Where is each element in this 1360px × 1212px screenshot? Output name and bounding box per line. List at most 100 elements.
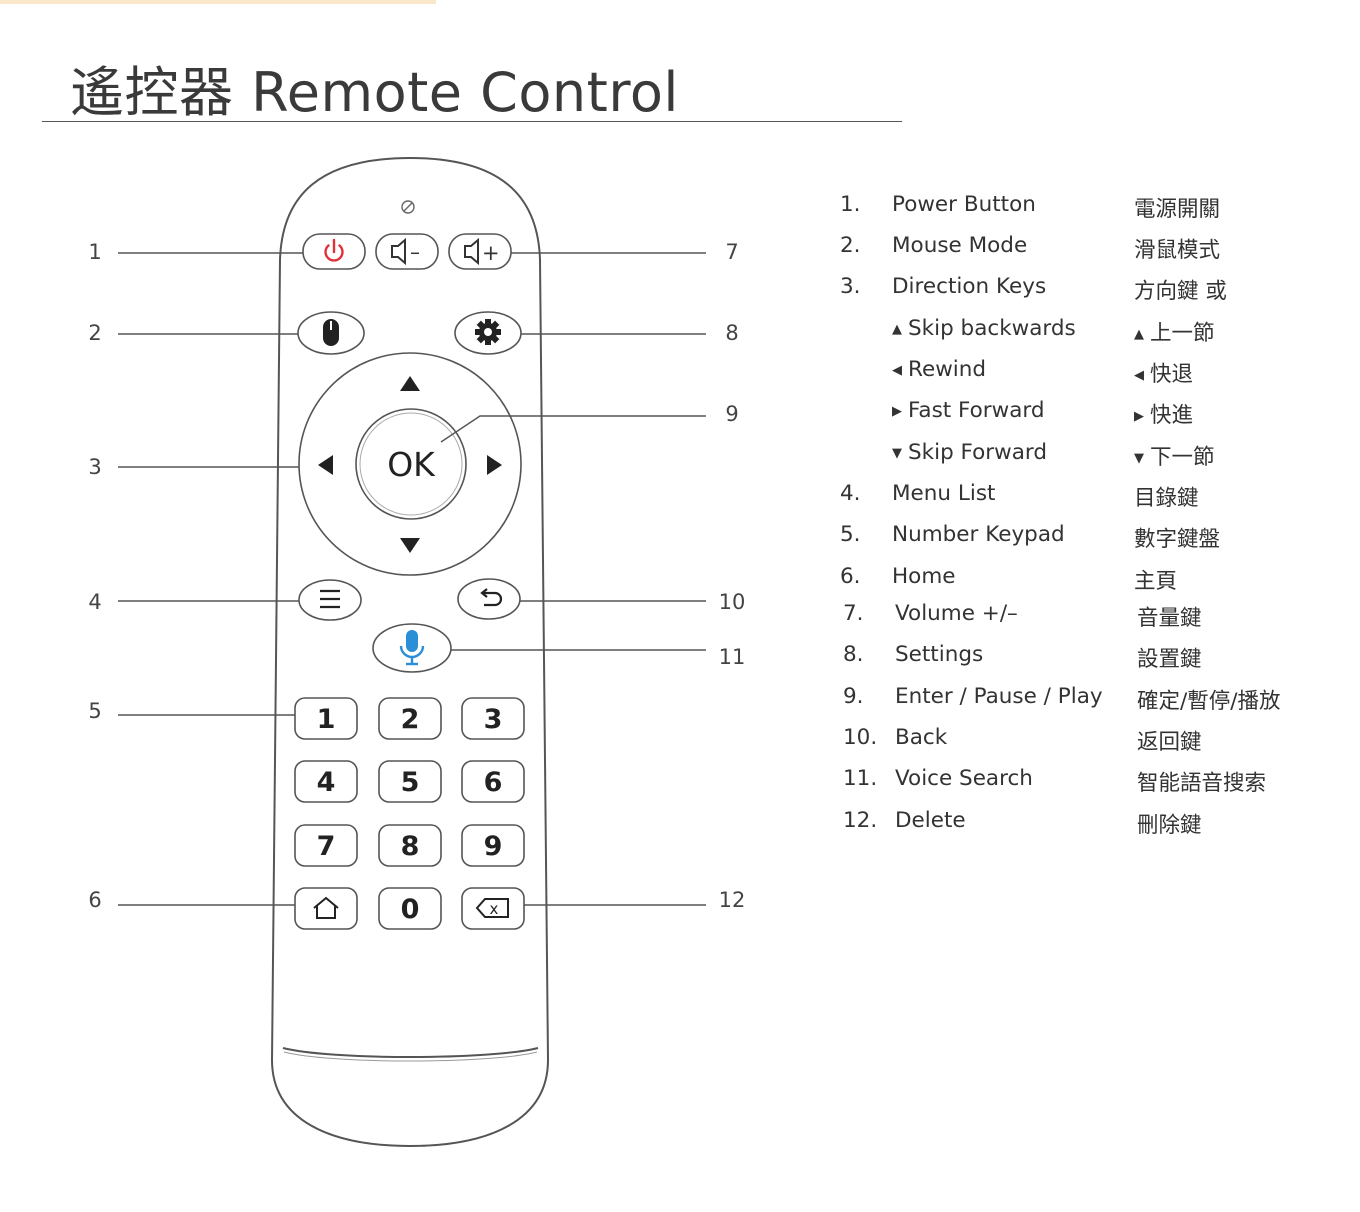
callout-label-2: 2 [88, 321, 102, 345]
key-7[interactable]: 7 [294, 824, 358, 867]
legend-number: 6. [840, 564, 861, 589]
power-button[interactable] [302, 233, 366, 270]
legend-chinese: 確定/暫停/播放 [1137, 684, 1281, 715]
legend-english: ▼ Skip Forward [892, 440, 1047, 465]
callout-label-3: 3 [88, 455, 102, 479]
legend-chinese: 滑鼠模式 [1134, 233, 1220, 264]
legend-number: 12. [843, 808, 878, 833]
volume-up-button[interactable]: + [448, 233, 512, 270]
left-arrow-icon[interactable] [318, 455, 333, 475]
legend-english-text: Menu List [892, 481, 996, 506]
legend-english-text: Enter / Pause / Play [895, 684, 1103, 709]
legend-english-text: Settings [895, 642, 984, 667]
legend-english: Mouse Mode [892, 233, 1027, 258]
key-label: 4 [317, 767, 336, 798]
menu-button[interactable] [298, 579, 362, 621]
legend-number: 9. [843, 684, 864, 709]
key-4[interactable]: 4 [294, 760, 358, 803]
direction-arrow-icon: ▶ [892, 404, 902, 419]
down-arrow-icon[interactable] [400, 538, 420, 553]
gear-icon [475, 319, 501, 345]
legend-english-text: Skip Forward [908, 440, 1048, 465]
legend-number: 8. [843, 642, 864, 667]
legend-english-text: Fast Forward [908, 398, 1045, 423]
callout-label-6: 6 [88, 888, 102, 912]
direction-arrow-icon: ▼ [1134, 451, 1144, 466]
mouse-button[interactable] [297, 311, 365, 355]
remote-bottom-band [282, 1047, 539, 1058]
direction-arrow-icon: ◀ [892, 363, 902, 378]
key-6[interactable]: 6 [461, 760, 525, 803]
callout-label-10: 10 [718, 590, 746, 614]
ok-button[interactable]: OK [355, 408, 467, 520]
direction-arrow-icon: ▶ [1134, 409, 1144, 424]
legend-english: Menu List [892, 481, 995, 506]
key-label: 2 [401, 704, 420, 735]
key-0[interactable]: 0 [378, 887, 442, 930]
accent-bar [0, 0, 436, 4]
callout-label-8: 8 [725, 321, 739, 345]
key-label: 6 [484, 767, 503, 798]
home-icon [313, 896, 339, 919]
legend-english-text: Home [892, 564, 956, 589]
legend-chinese: 電源開關 [1134, 192, 1220, 223]
settings-button[interactable] [454, 311, 522, 355]
volume-down-button[interactable]: – [375, 233, 439, 270]
legend-chinese-text: 數字鍵盤 [1134, 527, 1221, 552]
key-8[interactable]: 8 [378, 824, 442, 867]
legend-chinese-text: 主頁 [1134, 569, 1178, 594]
legend-number: 2. [840, 233, 861, 258]
legend-english: Direction Keys [892, 274, 1046, 299]
volume-down-icon: – [391, 237, 420, 266]
mouse-icon [323, 319, 339, 346]
legend-chinese: ▶快進 [1134, 398, 1193, 429]
legend-number: 7. [843, 601, 864, 626]
callout-label-4: 4 [88, 590, 102, 614]
legend-english: Volume +/– [895, 601, 1018, 626]
legend-chinese-text: 設置鍵 [1137, 647, 1202, 672]
legend-english: Enter / Pause / Play [895, 684, 1103, 709]
legend-english: ◀ Rewind [892, 357, 986, 382]
legend-english: Delete [895, 808, 966, 833]
legend-chinese-text: 電源開關 [1134, 197, 1221, 222]
callout-lines [118, 252, 706, 906]
up-arrow-icon[interactable] [400, 376, 420, 391]
power-icon [324, 238, 344, 262]
volume-down-glyph: – [410, 240, 420, 264]
right-arrow-icon[interactable] [487, 455, 502, 475]
legend-chinese-text: 智能語音搜索 [1137, 771, 1267, 796]
microphone-icon [399, 630, 425, 666]
direction-arrow-icon: ◀ [1134, 368, 1144, 383]
page-title: 遙控器 Remote Control [70, 61, 679, 124]
callout-label-5: 5 [88, 699, 102, 723]
remote-bottom-band-shadow [283, 1051, 538, 1062]
key-label: 3 [484, 704, 503, 735]
volume-up-icon: + [464, 237, 500, 266]
legend-chinese-text: 滑鼠模式 [1134, 238, 1221, 263]
legend-chinese: ▼下一節 [1134, 440, 1215, 471]
back-button[interactable] [457, 578, 521, 620]
key-3[interactable]: 3 [461, 697, 525, 740]
home-button[interactable] [294, 887, 358, 930]
key-9[interactable]: 9 [461, 824, 525, 867]
legend-chinese: 智能語音搜索 [1137, 766, 1266, 797]
legend-number: 3. [840, 274, 861, 299]
indicator-icon [401, 200, 415, 214]
direction-arrow-icon: ▼ [892, 446, 902, 461]
voice-button[interactable] [372, 623, 452, 673]
key-2[interactable]: 2 [378, 697, 442, 740]
menu-icon [320, 589, 340, 609]
legend-chinese-text: 目錄鍵 [1134, 486, 1199, 511]
legend-chinese: 主頁 [1134, 564, 1177, 595]
callout-line-9 [440, 415, 706, 443]
delete-button[interactable]: x [461, 887, 525, 930]
legend-english-text: Rewind [908, 357, 987, 382]
key-1[interactable]: 1 [294, 697, 358, 740]
legend-number: 1. [840, 192, 861, 217]
key-5[interactable]: 5 [378, 760, 442, 803]
volume-up-glyph: + [482, 241, 500, 265]
legend-chinese: ▲上一節 [1134, 316, 1215, 347]
key-label: 5 [401, 767, 420, 798]
legend-chinese: 數字鍵盤 [1134, 522, 1220, 553]
